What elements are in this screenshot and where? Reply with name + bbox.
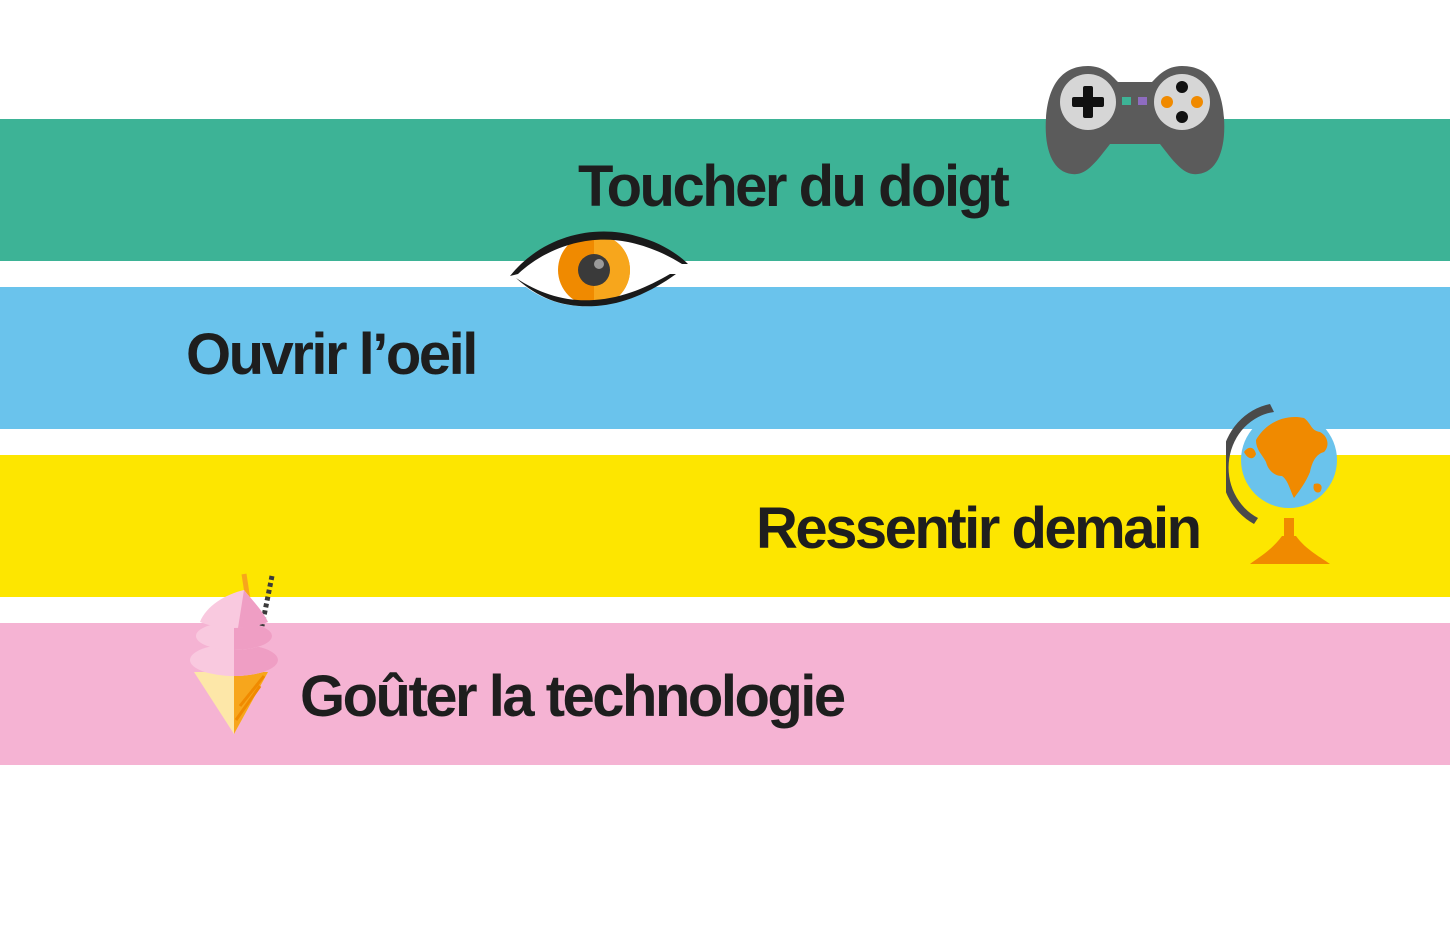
label-feel: Ressentir demain — [756, 496, 1202, 561]
band-sight — [0, 287, 1450, 429]
band-feel — [0, 455, 1450, 597]
label-touch: Toucher du doigt — [578, 154, 1010, 219]
gamepad-icon — [1045, 66, 1225, 175]
label-sight: Ouvrir l’oeil — [186, 322, 478, 387]
ice-cream-icon — [190, 573, 278, 734]
globe-icon — [1226, 404, 1337, 564]
eye-icon — [510, 231, 688, 307]
label-taste: Goûter la technologie — [300, 664, 846, 729]
